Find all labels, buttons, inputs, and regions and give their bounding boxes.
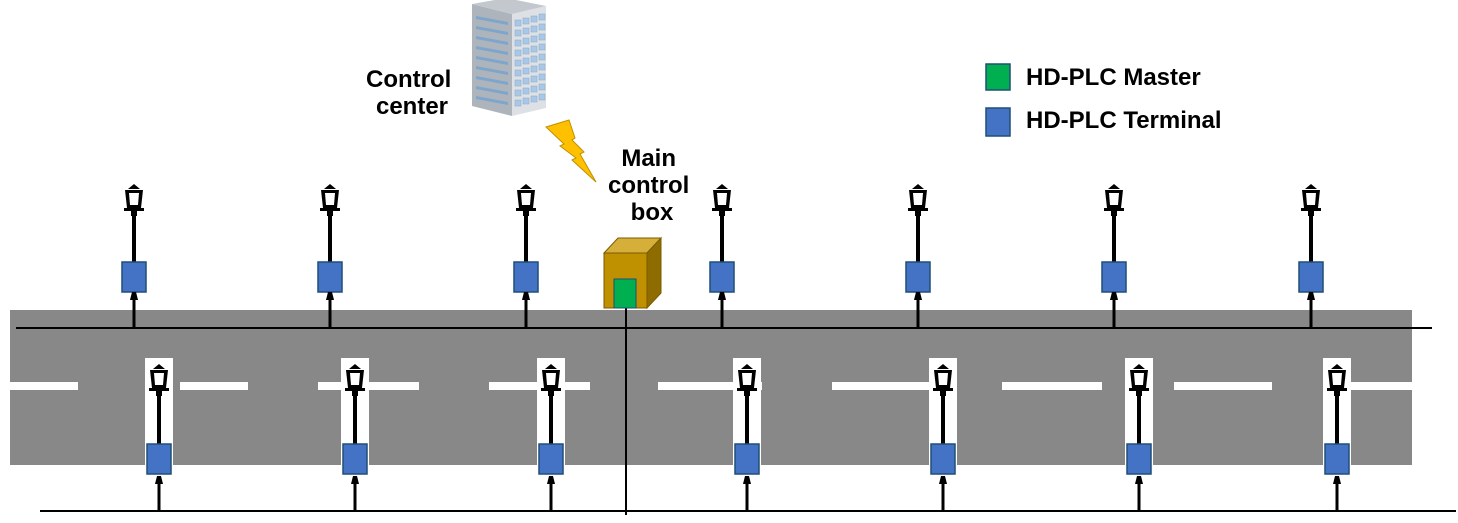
hd-plc-terminal [1324,443,1350,475]
street-lamp-icon [1323,358,1351,511]
hd-plc-terminal [146,443,172,475]
lane-marking [832,382,932,390]
hd-plc-terminal [1126,443,1152,475]
hd-plc-terminal [734,443,760,475]
hd-plc-terminal [342,443,368,475]
lane-marking [1002,382,1102,390]
bottom-row-lamps [145,358,1351,511]
street-lamp-icon [513,184,539,328]
hd-plc-terminal [538,443,564,475]
street-lamp-icon [905,184,931,328]
hd-plc-terminal [905,261,931,293]
lane-marking [180,382,248,390]
hd-plc-terminal [317,261,343,293]
building-icon [472,0,546,116]
hd-plc-terminal [513,261,539,293]
road [10,310,1412,465]
hd-plc-terminal [1101,261,1127,293]
street-lamp-icon [709,184,735,328]
legend-master-label: HD-PLC Master [1026,64,1201,91]
main-control-box-line-2: control [608,172,689,199]
lane-marking [658,382,762,390]
control-center-line-2: center [376,93,448,120]
street-lamp-icon [145,358,173,511]
lane-marking [1342,382,1412,390]
hd-plc-master-unit [613,278,637,309]
hd-plc-terminal [930,443,956,475]
street-lamp-icon [1298,184,1324,328]
top-row-lamps [121,184,1324,328]
lane-marking [1174,382,1272,390]
hd-plc-terminal [1298,261,1324,293]
hd-plc-terminal [121,261,147,293]
hd-plc-terminal [709,261,735,293]
street-lamp-icon [537,358,565,511]
legend-terminal-swatch [985,107,1011,137]
lane-marking [10,382,78,390]
main-control-box-line-3: box [631,199,674,226]
street-lamp-icon [1101,184,1127,328]
main-control-box-line-1: Main [621,145,676,172]
legend-master-swatch [985,63,1011,91]
control-center-line-1: Control [366,66,451,93]
street-lamp-icon [929,358,957,511]
street-lamp-icon [1125,358,1153,511]
legend: HD-PLC Master HD-PLC Terminal [985,63,1222,137]
street-lamp-icon [733,358,761,511]
legend-terminal-label: HD-PLC Terminal [1026,107,1222,134]
main-control-box-label: Main control box [608,145,696,226]
street-lamp-icon [317,184,343,328]
control-center-label: Control center [366,66,458,120]
lightning-icon [545,119,597,183]
street-lamp-icon [121,184,147,328]
lane-markings [10,382,1412,390]
street-lamp-icon [341,358,369,511]
control-box-icon [602,236,663,310]
